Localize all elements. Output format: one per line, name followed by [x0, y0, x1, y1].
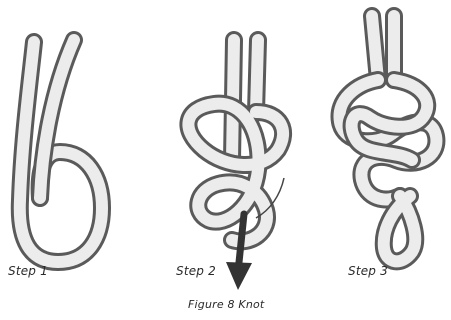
step1-rope: [20, 40, 102, 262]
step3-rope: [339, 16, 436, 261]
step1-label: Step 1: [8, 264, 48, 278]
step3-label: Step 3: [348, 264, 388, 278]
step2-rope: [188, 40, 284, 241]
step2-label: Step 2: [176, 264, 216, 278]
diagram-caption: Figure 8 Knot: [188, 298, 264, 311]
